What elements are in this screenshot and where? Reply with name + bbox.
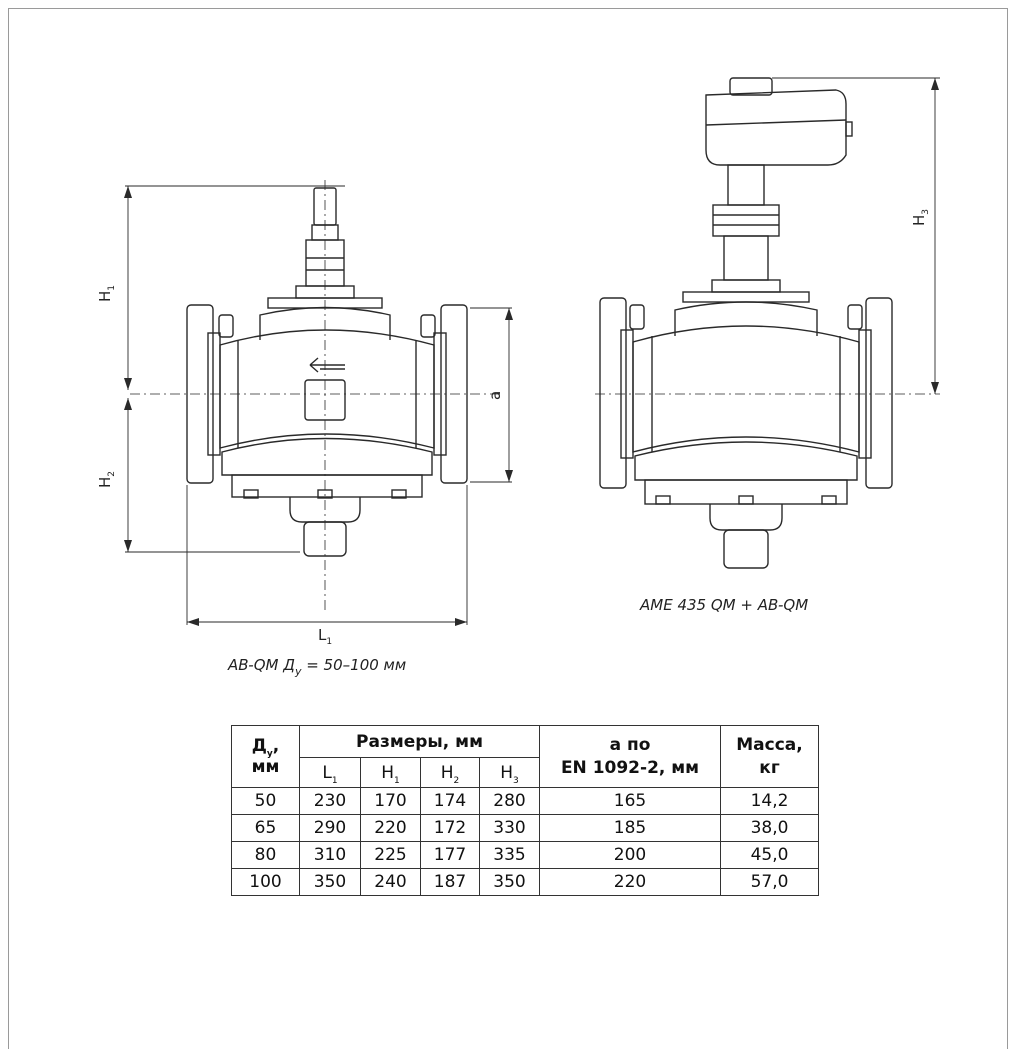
svg-text:H2: H2 xyxy=(96,471,117,488)
table-cell: 290 xyxy=(299,814,361,842)
table-cell: 220 xyxy=(539,868,721,896)
table-cell: 350 xyxy=(479,868,540,896)
table-cell: 200 xyxy=(539,841,721,869)
page-frame xyxy=(8,8,1008,1049)
table-row: 65 290 220 172 330 185 38,0 xyxy=(231,814,819,842)
dim-label-h3: H3 xyxy=(910,209,931,226)
header-mass: Масса,кг xyxy=(720,725,819,788)
table-cell: 50 xyxy=(231,787,300,815)
table-cell: 14,2 xyxy=(720,787,819,815)
valve-drawings: H1 H2 a L1 H3 xyxy=(96,77,940,647)
table-row: 100 350 240 187 350 220 57,0 xyxy=(231,868,819,896)
dimension-lines-left xyxy=(125,185,512,625)
table-cell: 170 xyxy=(360,787,421,815)
table-cell: 225 xyxy=(360,841,421,869)
dim-label-h2: H2 xyxy=(96,471,117,488)
table-cell: 80 xyxy=(231,841,300,869)
table-cell: 335 xyxy=(479,841,540,869)
svg-text:H3: H3 xyxy=(910,209,931,226)
table-cell: 65 xyxy=(231,814,300,842)
table-cell: 220 xyxy=(360,814,421,842)
valve-left-body xyxy=(130,180,500,610)
header-col-h3: H3 xyxy=(479,757,540,788)
table-cell: 172 xyxy=(420,814,480,842)
table-cell: 38,0 xyxy=(720,814,819,842)
table-cell: 187 xyxy=(420,868,480,896)
table-cell: 165 xyxy=(539,787,721,815)
dim-label-h1: H1 xyxy=(96,285,117,302)
table-cell: 350 xyxy=(299,868,361,896)
dim-label-a: a xyxy=(486,391,504,400)
table-cell: 174 xyxy=(420,787,480,815)
table-cell: 177 xyxy=(420,841,480,869)
caption-left-drawing: AB-QM Ду = 50–100 мм xyxy=(228,656,407,678)
header-col-h1: H1 xyxy=(360,757,421,788)
header-col-l1: L1 xyxy=(299,757,361,788)
table-cell: 230 xyxy=(299,787,361,815)
table-cell: 185 xyxy=(539,814,721,842)
svg-text:H1: H1 xyxy=(96,285,117,302)
dimension-arrows xyxy=(124,78,939,626)
header-dn: Ду, мм xyxy=(231,725,300,788)
dimension-lines-right xyxy=(772,77,940,394)
table-cell: 330 xyxy=(479,814,540,842)
table-row: 50 230 170 174 280 165 14,2 xyxy=(231,787,819,815)
table-cell: 240 xyxy=(360,868,421,896)
table-cell: 100 xyxy=(231,868,300,896)
svg-text:a: a xyxy=(486,391,504,400)
table-cell: 45,0 xyxy=(720,841,819,869)
dim-label-l1: L1 xyxy=(318,626,332,647)
header-col-h2: H2 xyxy=(420,757,480,788)
caption-right-drawing: AME 435 QM + AB-QM xyxy=(640,596,809,614)
header-dimensions-group: Размеры, мм xyxy=(299,725,540,758)
table-row: 80 310 225 177 335 200 45,0 xyxy=(231,841,819,869)
table-cell: 280 xyxy=(479,787,540,815)
table-cell: 57,0 xyxy=(720,868,819,896)
valve-right-body xyxy=(595,77,940,569)
table-cell: 310 xyxy=(299,841,361,869)
